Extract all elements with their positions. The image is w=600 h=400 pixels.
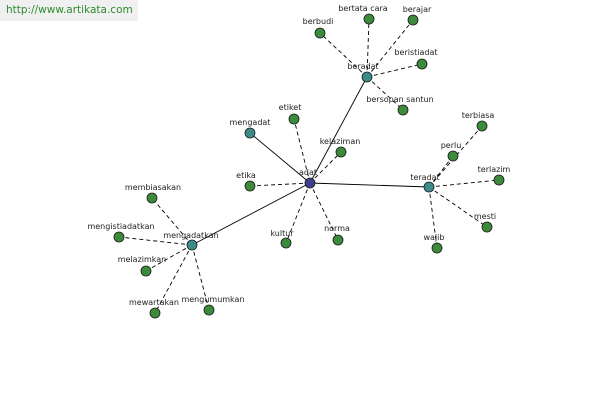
edge-adat-mengadatkan [191, 182, 311, 246]
node-mengadat[interactable] [244, 127, 256, 139]
node-etiket[interactable] [288, 113, 300, 125]
node-beristiadat[interactable] [416, 58, 428, 70]
edge-teradat-wajib [428, 186, 438, 249]
edge-adat-kultur [285, 182, 311, 244]
node-bertata-cara[interactable] [363, 13, 375, 25]
label-mengadatkan: mengadatkan [163, 231, 218, 240]
edge-beradat-bertata-cara [366, 18, 370, 78]
node-beradat[interactable] [361, 71, 373, 83]
node-terbiasa[interactable] [476, 120, 488, 132]
edge-teradat-mesti [428, 186, 488, 228]
node-teradat[interactable] [423, 181, 435, 193]
node-bersopan-santun[interactable] [397, 104, 409, 116]
label-mesti: mesti [474, 212, 496, 221]
node-mesti[interactable] [481, 221, 493, 233]
label-bersopan-santun: bersopan santun [366, 95, 433, 104]
edge-teradat-terlazim [428, 179, 500, 188]
edge-beradat-beristiadat [366, 63, 423, 78]
label-mewartakan: mewartakan [129, 298, 179, 307]
edge-adat-etika [249, 182, 311, 187]
edge-adat-etiket [293, 118, 311, 184]
node-mewartakan[interactable] [149, 307, 161, 319]
edges-layer [118, 18, 500, 314]
label-mengumumkan: mengumumkan [181, 295, 244, 304]
node-etika[interactable] [244, 180, 256, 192]
edge-adat-mengadat [249, 132, 311, 184]
edge-mengadatkan-mengistiadatkan [118, 236, 193, 246]
label-berbudi: berbudi [303, 17, 334, 26]
node-mengistiadatkan[interactable] [113, 231, 125, 243]
edge-mengadatkan-melazimkan [145, 244, 193, 272]
edge-mengadatkan-mewartakan [154, 244, 193, 314]
node-norma[interactable] [332, 234, 344, 246]
label-etiket: etiket [279, 103, 302, 112]
label-norma: norma [324, 224, 350, 233]
label-adat: adat [299, 168, 317, 177]
node-perlu[interactable] [447, 150, 459, 162]
node-melazimkan[interactable] [140, 265, 152, 277]
node-adat[interactable] [304, 177, 316, 189]
label-beradat: beradat [347, 62, 378, 71]
label-berajar: berajar [403, 5, 432, 14]
node-berbudi[interactable] [314, 27, 326, 39]
edge-beradat-bersopan-santun [366, 76, 404, 111]
label-melazimkan: melazimkan [118, 255, 167, 264]
labels-layer: adat beradat teradat mengadatkan mengadat ber… [87, 4, 510, 307]
edge-beradat-berbudi [319, 32, 368, 78]
watermark-url: http://www.artikata.com [0, 0, 138, 21]
label-teradat: teradat [410, 173, 439, 182]
edge-adat-teradat [309, 182, 430, 188]
label-membiasakan: membiasakan [125, 183, 181, 192]
node-mengadatkan[interactable] [186, 239, 198, 251]
edge-teradat-perlu [428, 155, 454, 188]
nodes-layer [113, 13, 505, 319]
label-bertata-cara: bertata cara [338, 4, 388, 13]
label-terbiasa: terbiasa [462, 111, 495, 120]
label-mengistiadatkan: mengistiadatkan [87, 222, 154, 231]
label-etika: etika [236, 171, 256, 180]
edge-beradat-berajar [366, 19, 414, 78]
node-kultur[interactable] [280, 237, 292, 249]
label-perlu: perlu [441, 141, 462, 150]
label-kelaziman: kelaziman [320, 137, 361, 146]
edge-adat-kelaziman [309, 151, 342, 184]
node-wajib[interactable] [431, 242, 443, 254]
edge-adat-beradat [309, 76, 368, 184]
label-terlazim: terlazim [478, 165, 511, 174]
node-berajar[interactable] [407, 14, 419, 26]
edge-mengadatkan-membiasakan [151, 197, 193, 246]
label-wajib: wajib [424, 233, 445, 242]
label-kultur: kultur [270, 229, 294, 238]
label-mengadat: mengadat [230, 118, 271, 127]
edge-adat-norma [309, 182, 339, 241]
node-mengumumkan[interactable] [203, 304, 215, 316]
node-terlazim[interactable] [493, 174, 505, 186]
node-kelaziman[interactable] [335, 146, 347, 158]
node-membiasakan[interactable] [146, 192, 158, 204]
label-beristiadat: beristiadat [394, 48, 437, 57]
